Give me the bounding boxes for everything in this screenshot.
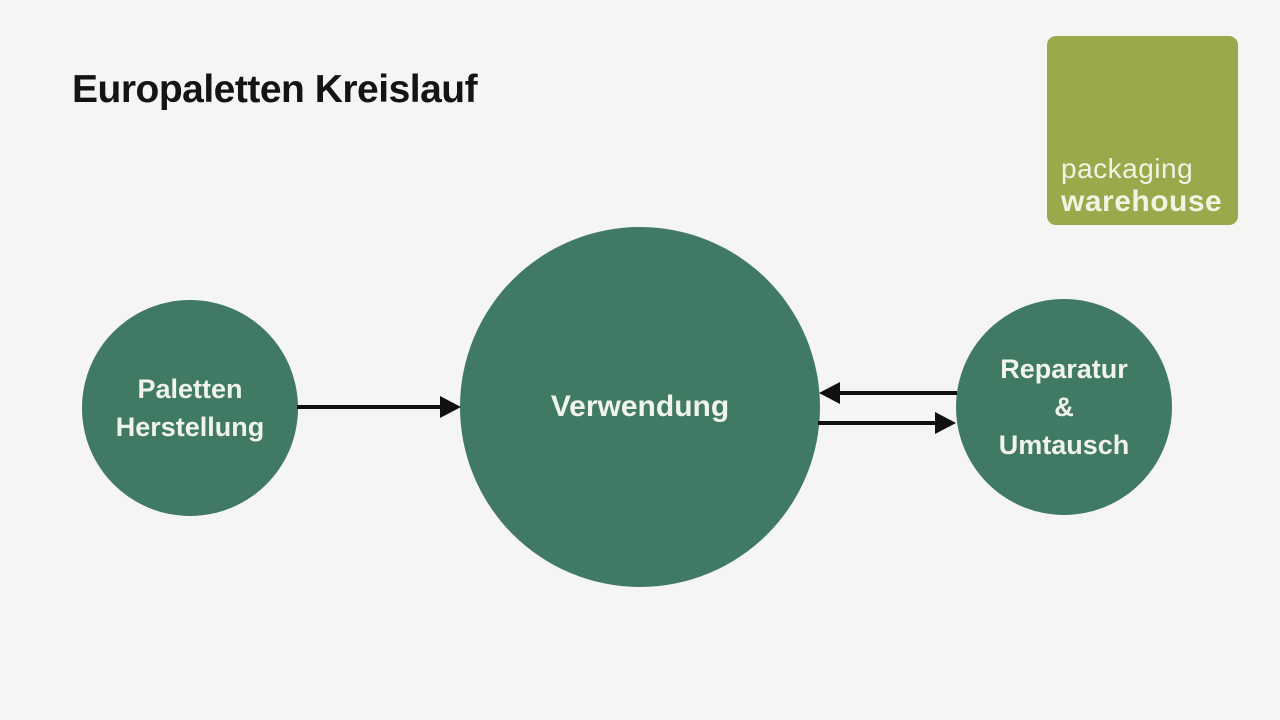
- node-label-line: Reparatur: [1000, 354, 1128, 384]
- node-reparatur-umtausch: Reparatur & Umtausch: [956, 299, 1172, 515]
- arrowhead-right-icon: [440, 396, 461, 418]
- node-label-line: Paletten: [137, 374, 243, 404]
- arrow-herstellung-to-verwendung: [297, 396, 461, 418]
- node-paletten-herstellung: Paletten Herstellung: [82, 300, 298, 516]
- arrowhead-left-icon: [819, 382, 840, 404]
- arrowhead-right-icon: [935, 412, 956, 434]
- logo-text-block: packaging warehouse: [1061, 153, 1222, 218]
- node-label-line: Verwendung: [550, 390, 730, 423]
- page-title: Europaletten Kreislauf: [72, 68, 478, 111]
- logo-text-packaging: packaging: [1061, 152, 1194, 184]
- node-verwendung: Verwendung: [460, 227, 820, 587]
- arrow-reparatur-to-verwendung: [819, 382, 957, 404]
- logo-text-warehouse: warehouse: [1061, 185, 1223, 218]
- packaging-warehouse-logo: packaging warehouse: [1047, 36, 1238, 225]
- node-label-line: &: [1054, 392, 1074, 422]
- node-label-line: Umtausch: [998, 430, 1130, 460]
- arrow-verwendung-to-reparatur: [818, 412, 956, 434]
- node-label-line: Herstellung: [115, 412, 265, 442]
